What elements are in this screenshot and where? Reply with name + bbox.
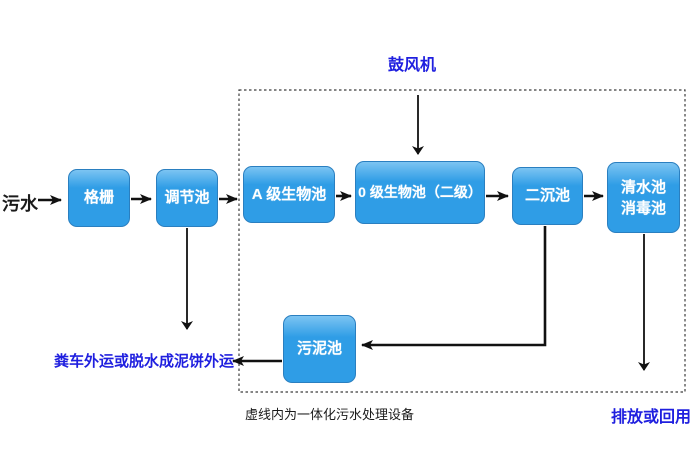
node-regulating-tank-label: 调节池 (164, 189, 210, 207)
arrow-secondary-to-sludge (361, 226, 547, 350)
node-grille: 格栅 (68, 169, 130, 227)
equipment-boundary-caption: 虚线内为一体化污水处理设备 (245, 407, 415, 422)
blower-label: 鼓风机 (388, 57, 437, 74)
sludge-disposal-label: 粪车外运或脱水成泥饼外运 (54, 353, 235, 370)
node-grille-label: 格栅 (83, 189, 114, 207)
node-a-bio-tank: A 级生物池 (243, 166, 335, 223)
node-sludge-tank-label: 污泥池 (296, 340, 342, 358)
node-secondary-sedimentation-tank: 二沉池 (512, 167, 583, 225)
node-a-bio-tank-label: A 级生物池 (251, 185, 327, 203)
node-regulating-tank: 调节池 (156, 169, 218, 227)
node-o-bio-tank: 0 级生物池（二级） (355, 161, 485, 224)
discharge-label: 排放或回用 (611, 409, 692, 426)
node-o-bio-tank-label: 0 级生物池（二级） (358, 183, 482, 200)
node-clear-water-label-line1: 清水池 (620, 178, 666, 196)
node-secondary-sedimentation-label: 二沉池 (524, 187, 570, 205)
wastewater-inflow-label: 污水 (2, 194, 38, 214)
node-clear-water-label-line2: 消毒池 (620, 199, 666, 217)
node-sludge-tank: 污泥池 (283, 315, 356, 383)
node-clear-water-disinfection-tank: 清水池 消毒池 (607, 162, 680, 233)
